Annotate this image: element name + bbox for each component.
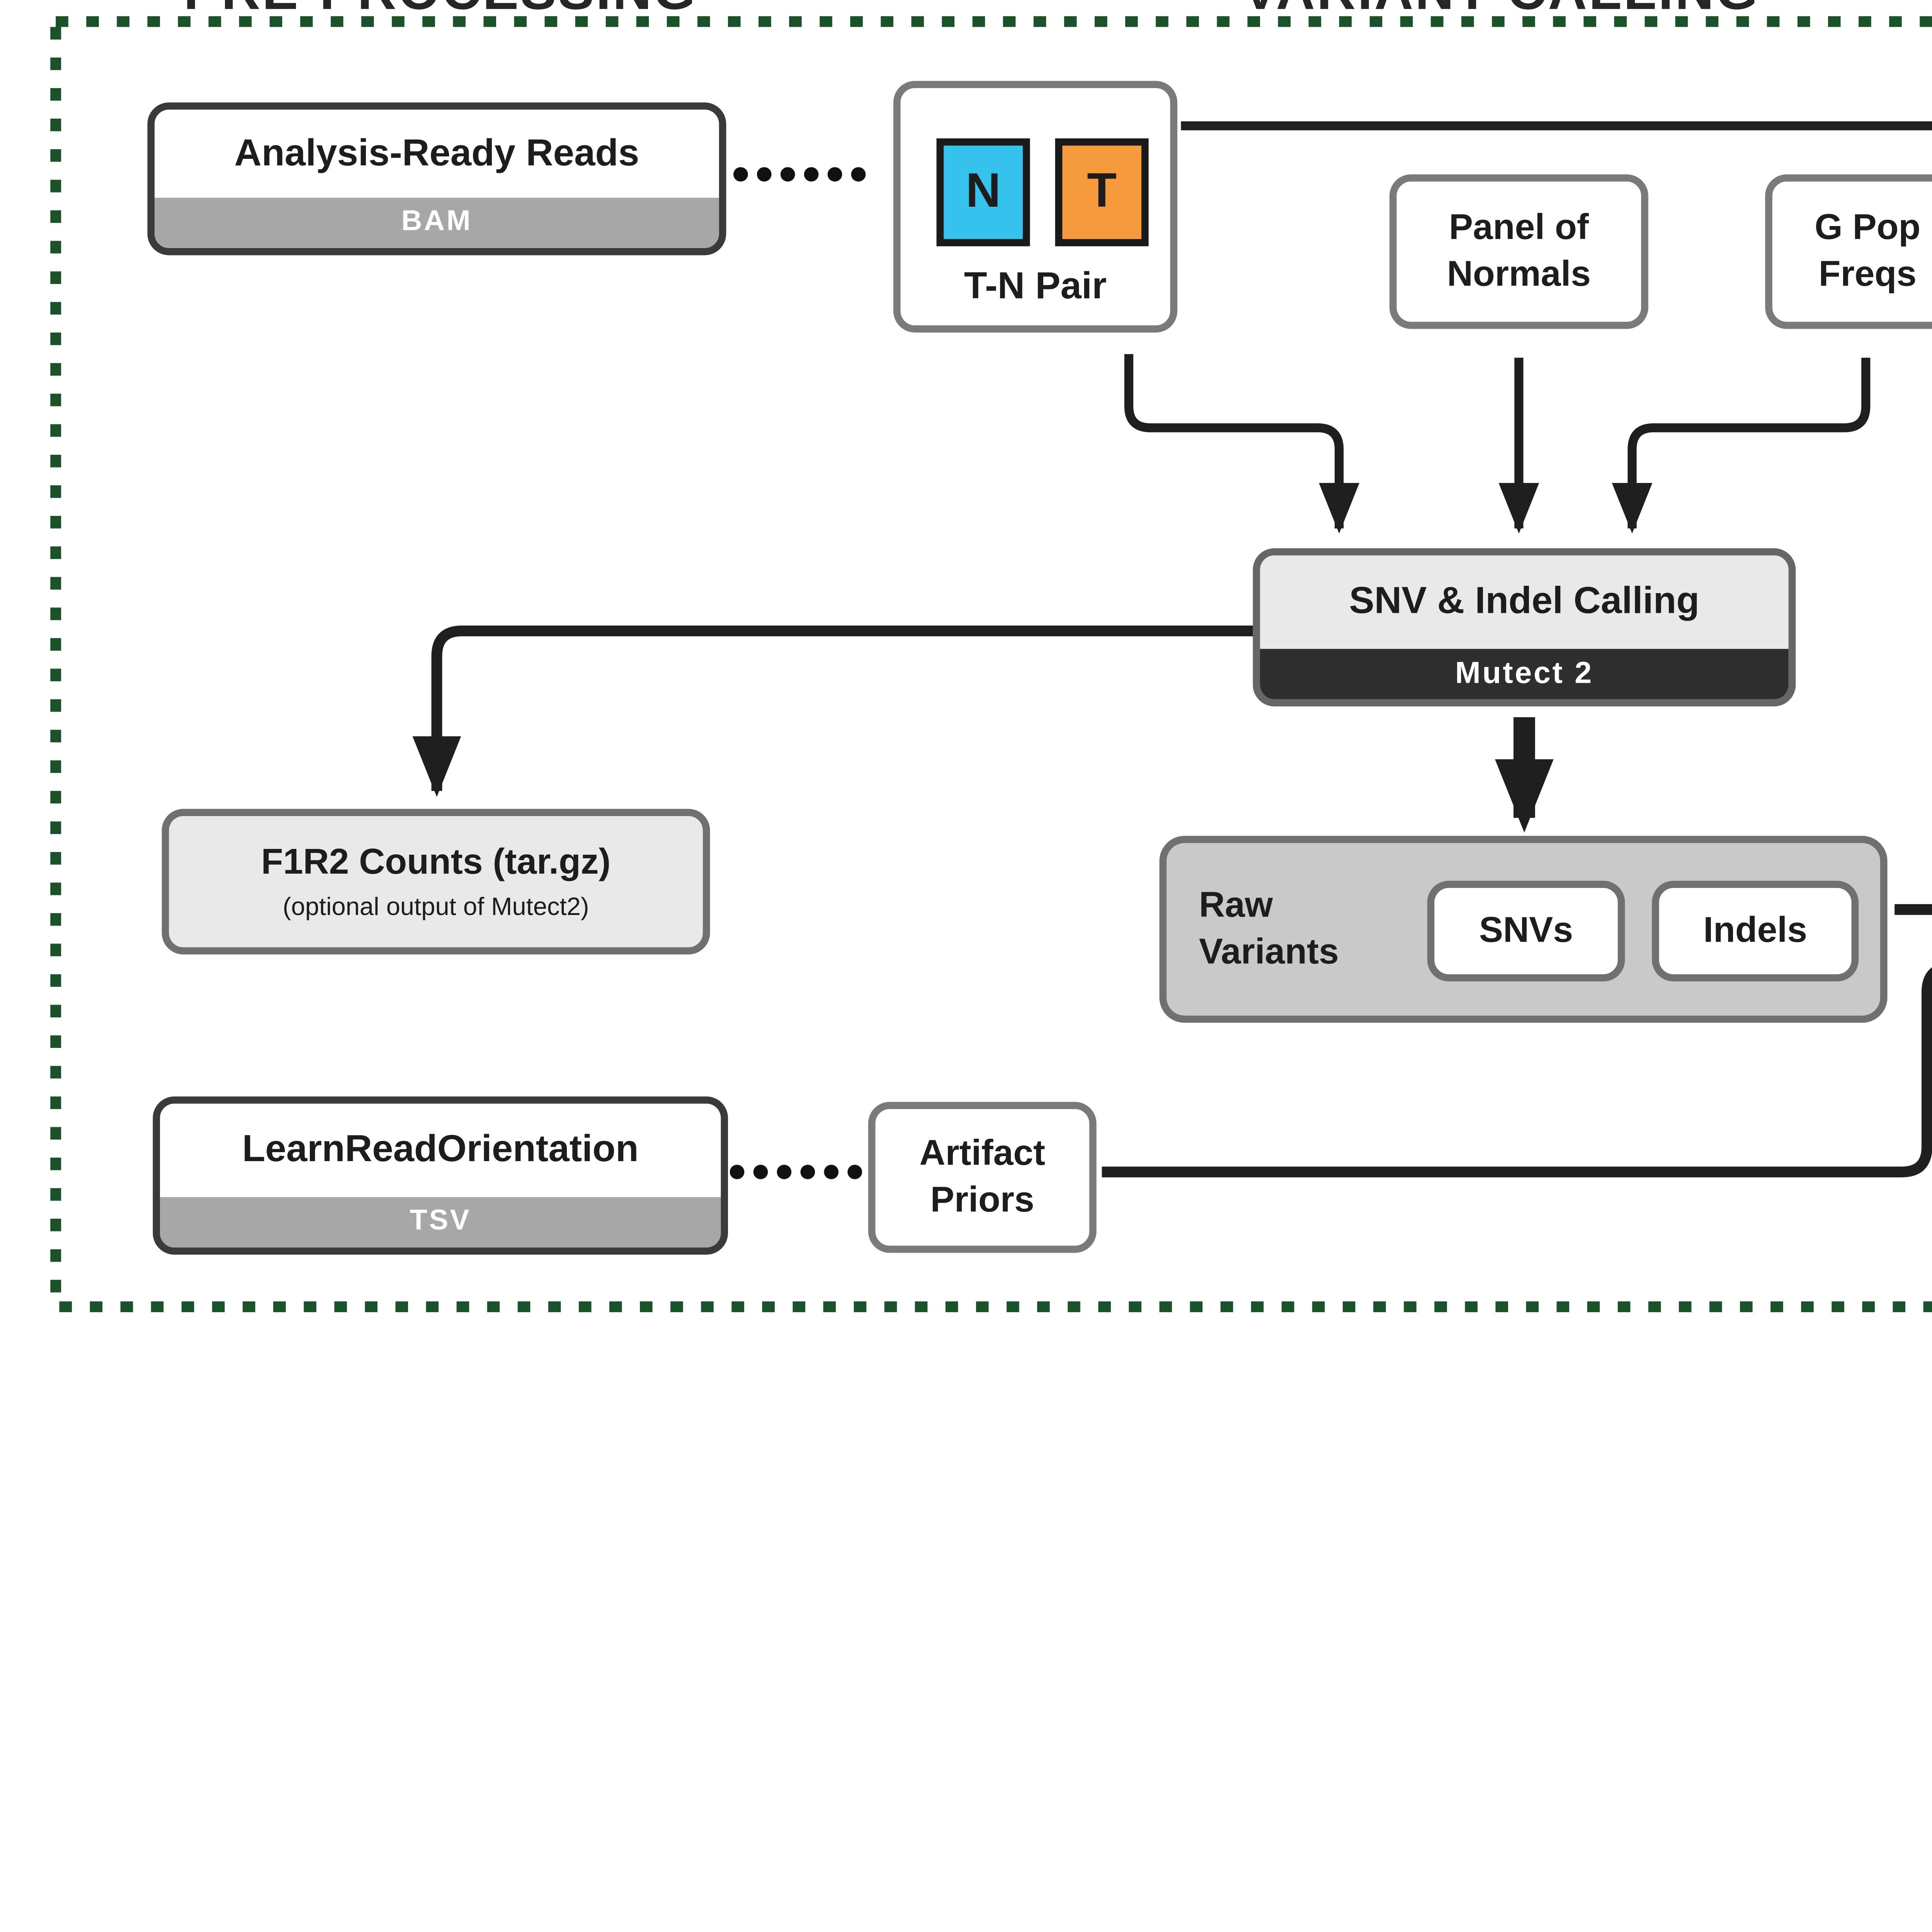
connector-mutect-to-f1r2 bbox=[412, 625, 1253, 797]
node-artifact-priors: Artifact Priors bbox=[868, 1102, 1097, 1253]
raw-snvs-chip: SNVs bbox=[1427, 881, 1625, 981]
raw-indels-chip: Indels bbox=[1652, 881, 1859, 981]
learn-read-orientation-title: LearnReadOrientation bbox=[160, 1104, 721, 1197]
artifact-priors-line2: Priors bbox=[930, 1181, 1034, 1221]
panel-of-normals-line2: Normals bbox=[1447, 255, 1591, 295]
connector-tnpair-to-mutect bbox=[1124, 354, 1359, 534]
node-raw-variants: Raw Variants SNVs Indels bbox=[1159, 836, 1888, 1023]
snv-indel-calling-title: SNV & Indel Calling bbox=[1260, 555, 1789, 649]
g-pop-freqs-line2: Freqs bbox=[1818, 255, 1917, 295]
f1r2-counts-subtitle: (optional output of Mutect2) bbox=[282, 891, 589, 920]
node-snv-indel-calling: SNV & Indel Calling Mutect 2 bbox=[1253, 548, 1796, 707]
tumor-sample-square: T bbox=[1055, 138, 1149, 247]
f1r2-counts-title: F1R2 Counts (tar.gz) bbox=[261, 843, 611, 883]
mutect2-tool-badge: Mutect 2 bbox=[1260, 649, 1789, 699]
artifact-priors-line1: Artifact bbox=[919, 1134, 1046, 1174]
node-tn-pair: N T T-N Pair bbox=[893, 81, 1177, 333]
analysis-ready-reads-title: Analysis-Ready Reads bbox=[155, 109, 719, 198]
g-pop-freqs-line1: G Pop bbox=[1815, 208, 1921, 248]
connector-artifactpriors-to-filter bbox=[1102, 967, 1932, 1177]
node-analysis-ready-reads: Analysis-Ready Reads BAM bbox=[147, 102, 726, 255]
node-f1r2-counts: F1R2 Counts (tar.gz) (optional output of… bbox=[162, 809, 710, 955]
normal-sample-letter: N bbox=[966, 164, 1001, 218]
tn-pair-label: T-N Pair bbox=[964, 265, 1107, 307]
tsv-format-badge: TSV bbox=[160, 1197, 721, 1248]
raw-variants-line1: Raw bbox=[1199, 886, 1273, 926]
connector-gpop-to-mutect bbox=[1612, 357, 1871, 534]
normal-sample-square: N bbox=[936, 138, 1030, 247]
bam-format-badge: BAM bbox=[155, 197, 719, 248]
section-header-preprocessing: PRE-PROCESSING bbox=[171, 0, 710, 23]
node-panel-of-normals: Panel of Normals bbox=[1389, 174, 1648, 329]
raw-variants-label: Raw Variants bbox=[1199, 883, 1339, 976]
workflow-dashed-border bbox=[50, 16, 1932, 1312]
raw-variants-line2: Variants bbox=[1199, 933, 1339, 973]
tumor-sample-letter: T bbox=[1087, 164, 1117, 218]
node-learn-read-orientation: LearnReadOrientation TSV bbox=[153, 1096, 728, 1255]
panel-of-normals-line1: Panel of bbox=[1449, 208, 1589, 248]
section-header-variant-calling: VARIANT CALLING bbox=[1231, 0, 1771, 23]
node-g-pop-freqs: G Pop Freqs bbox=[1765, 174, 1932, 329]
